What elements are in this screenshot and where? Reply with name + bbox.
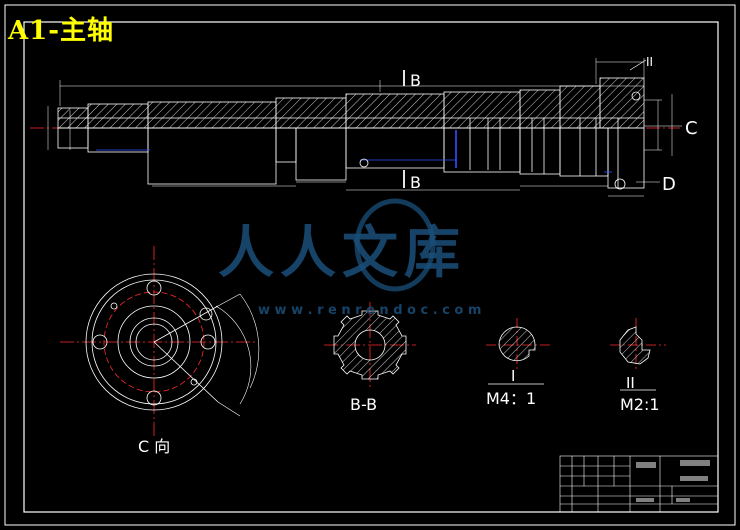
spindle-main-view: [30, 58, 682, 197]
section-bb-spline: [324, 302, 416, 388]
section-bb-label: B-B: [350, 395, 377, 414]
drawing-title: A1-主轴: [8, 16, 115, 46]
watermark-logo-icon: 人人文库 w w w . r e n r e n d o c . c o m: [218, 198, 481, 318]
detail-i-label: I: [511, 367, 515, 385]
arrow-c-label: C: [685, 118, 698, 139]
detail-ii-scale: M2:1: [620, 395, 660, 414]
detail-ii-marker-label: II: [646, 55, 653, 69]
detail-ii-label: II: [626, 374, 635, 392]
title-block: [559, 455, 719, 513]
section-b-top-label: B: [410, 71, 421, 90]
detail-ii: [610, 318, 666, 391]
view-c-label: C 向: [138, 437, 170, 456]
watermark-url: w w w . r e n r e n d o c . c o m: [258, 303, 481, 318]
section-b-bottom-label: B: [410, 173, 421, 192]
outer-frame: [4, 4, 736, 526]
detail-i-scale: M4：1: [486, 389, 536, 408]
inner-frame: [23, 21, 719, 513]
watermark-text: 人人文库: [218, 221, 466, 286]
arrow-d-label: D: [662, 174, 676, 195]
view-c-flange: [60, 246, 260, 436]
detail-i: [486, 318, 550, 385]
